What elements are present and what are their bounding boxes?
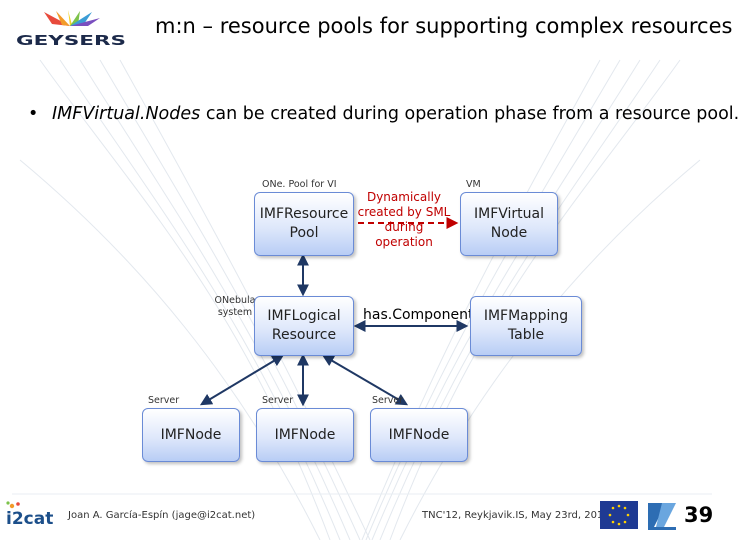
arrow-logical-to-node-1 [199,354,285,406]
label-server-2: Server [262,395,294,406]
bullet-text: • IMFVirtual.Nodes can be created during … [28,104,739,124]
footer-conference: TNC'12, Reykjavik.IS, May 23rd, 2012 [422,510,610,521]
svg-text:GEYSERS: GEYSERS [16,34,126,49]
bullet-marker: • [28,104,39,124]
footer-author: Joan A. García-Espín (jage@i2cat.net) [68,510,256,521]
node-imfnode-2[interactable]: IMFNode [256,408,354,462]
fp7-logo-icon [648,503,676,530]
eu-flag-icon [600,501,638,529]
label-onebula: ONebula system [214,295,256,318]
background-decoration [12,57,712,540]
diagram-connectors [199,217,469,407]
i2cat-logo-icon: i2cat [6,501,53,529]
node-imfnode-3[interactable]: IMFNode [370,408,468,462]
geysers-logo-icon: GEYSERS [16,10,126,49]
arrow-logical-to-node-3 [321,354,409,406]
label-vm: VM [466,179,481,190]
page-number: 39 [684,503,714,527]
has-component-label: has.Component [363,307,474,323]
bullet-italic: IMFVirtual.Nodes [52,104,201,124]
node-logical-resource[interactable]: IMFLogical Resource [254,296,354,356]
bullet-rest: can be created during operation phase fr… [200,104,739,124]
node-mapping-table[interactable]: IMFMapping Table [470,296,582,356]
label-server-1: Server [148,395,180,406]
node-imfnode-1[interactable]: IMFNode [142,408,240,462]
svg-text:i2cat: i2cat [6,509,53,529]
label-pool: ONe. Pool for VI [262,179,337,190]
dynamic-creation-label: Dynamically created by SML during operat… [357,190,451,249]
node-virtual-node[interactable]: IMFVirtual Node [460,192,558,256]
slide-title: m:n – resource pools for supporting comp… [155,14,733,38]
label-server-3: Server [372,395,404,406]
node-resource-pool[interactable]: IMFResource Pool [254,192,354,256]
